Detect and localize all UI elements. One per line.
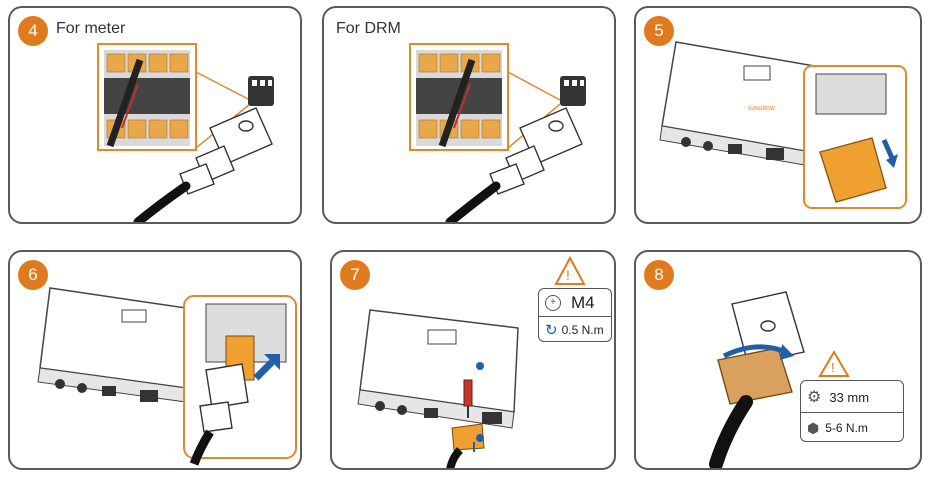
rotate-icon: ↻ [545, 322, 558, 339]
gland-torque: 5-6 N.m [825, 421, 868, 435]
spec-divider [539, 316, 611, 317]
step-title: For meter [56, 20, 126, 37]
bolt-size: M4 [571, 293, 595, 312]
tool-spec-box: ⚙ 33 mm ⬢ 5-6 N.m [800, 380, 904, 442]
step-title: For DRM [336, 20, 401, 37]
step-8-panel: 8 ! ⚙ 33 mm ⬢ 5-6 N.m [634, 250, 922, 470]
step-number-badge: 7 [340, 260, 370, 290]
cable-gland-tightening-illustration: ! [709, 291, 850, 468]
svg-text:!: ! [566, 267, 570, 283]
drm-connector-illustration [409, 43, 586, 222]
inverter-cover-illustration: SUNGROW [659, 41, 907, 209]
step-number-badge: 4 [18, 16, 48, 46]
screwdriver-icon: + [545, 295, 561, 311]
step-7-panel: 7 ! + M4 ↻ 0.5 N.m [330, 250, 616, 470]
wrench-icon: ⚙ [807, 389, 822, 406]
wrench-size: 33 mm [829, 389, 870, 405]
step-5-panel: 5 SUNGROW [634, 6, 922, 224]
step-4-panel: 4 For meter [8, 6, 302, 224]
meter-connector-illustration [97, 43, 274, 222]
spec-divider [801, 412, 903, 413]
brand-logo: SUNGROW [748, 106, 775, 112]
svg-text:!: ! [831, 360, 835, 375]
nut-icon: ⬢ [807, 419, 820, 436]
drm-panel: For DRM [322, 6, 616, 224]
torque-value: 0.5 N.m [561, 323, 604, 337]
plug-connection-illustration [37, 287, 297, 466]
warning-icon [554, 255, 586, 285]
step-number-badge: 6 [18, 260, 48, 290]
warning-icon [818, 350, 850, 377]
step-number-badge: 8 [644, 260, 674, 290]
screw-fastening-illustration: ! [357, 255, 586, 468]
step-number-badge: 5 [644, 16, 674, 46]
bolt-spec-box: + M4 ↻ 0.5 N.m [538, 288, 612, 342]
step-6-panel: 6 [8, 250, 302, 470]
